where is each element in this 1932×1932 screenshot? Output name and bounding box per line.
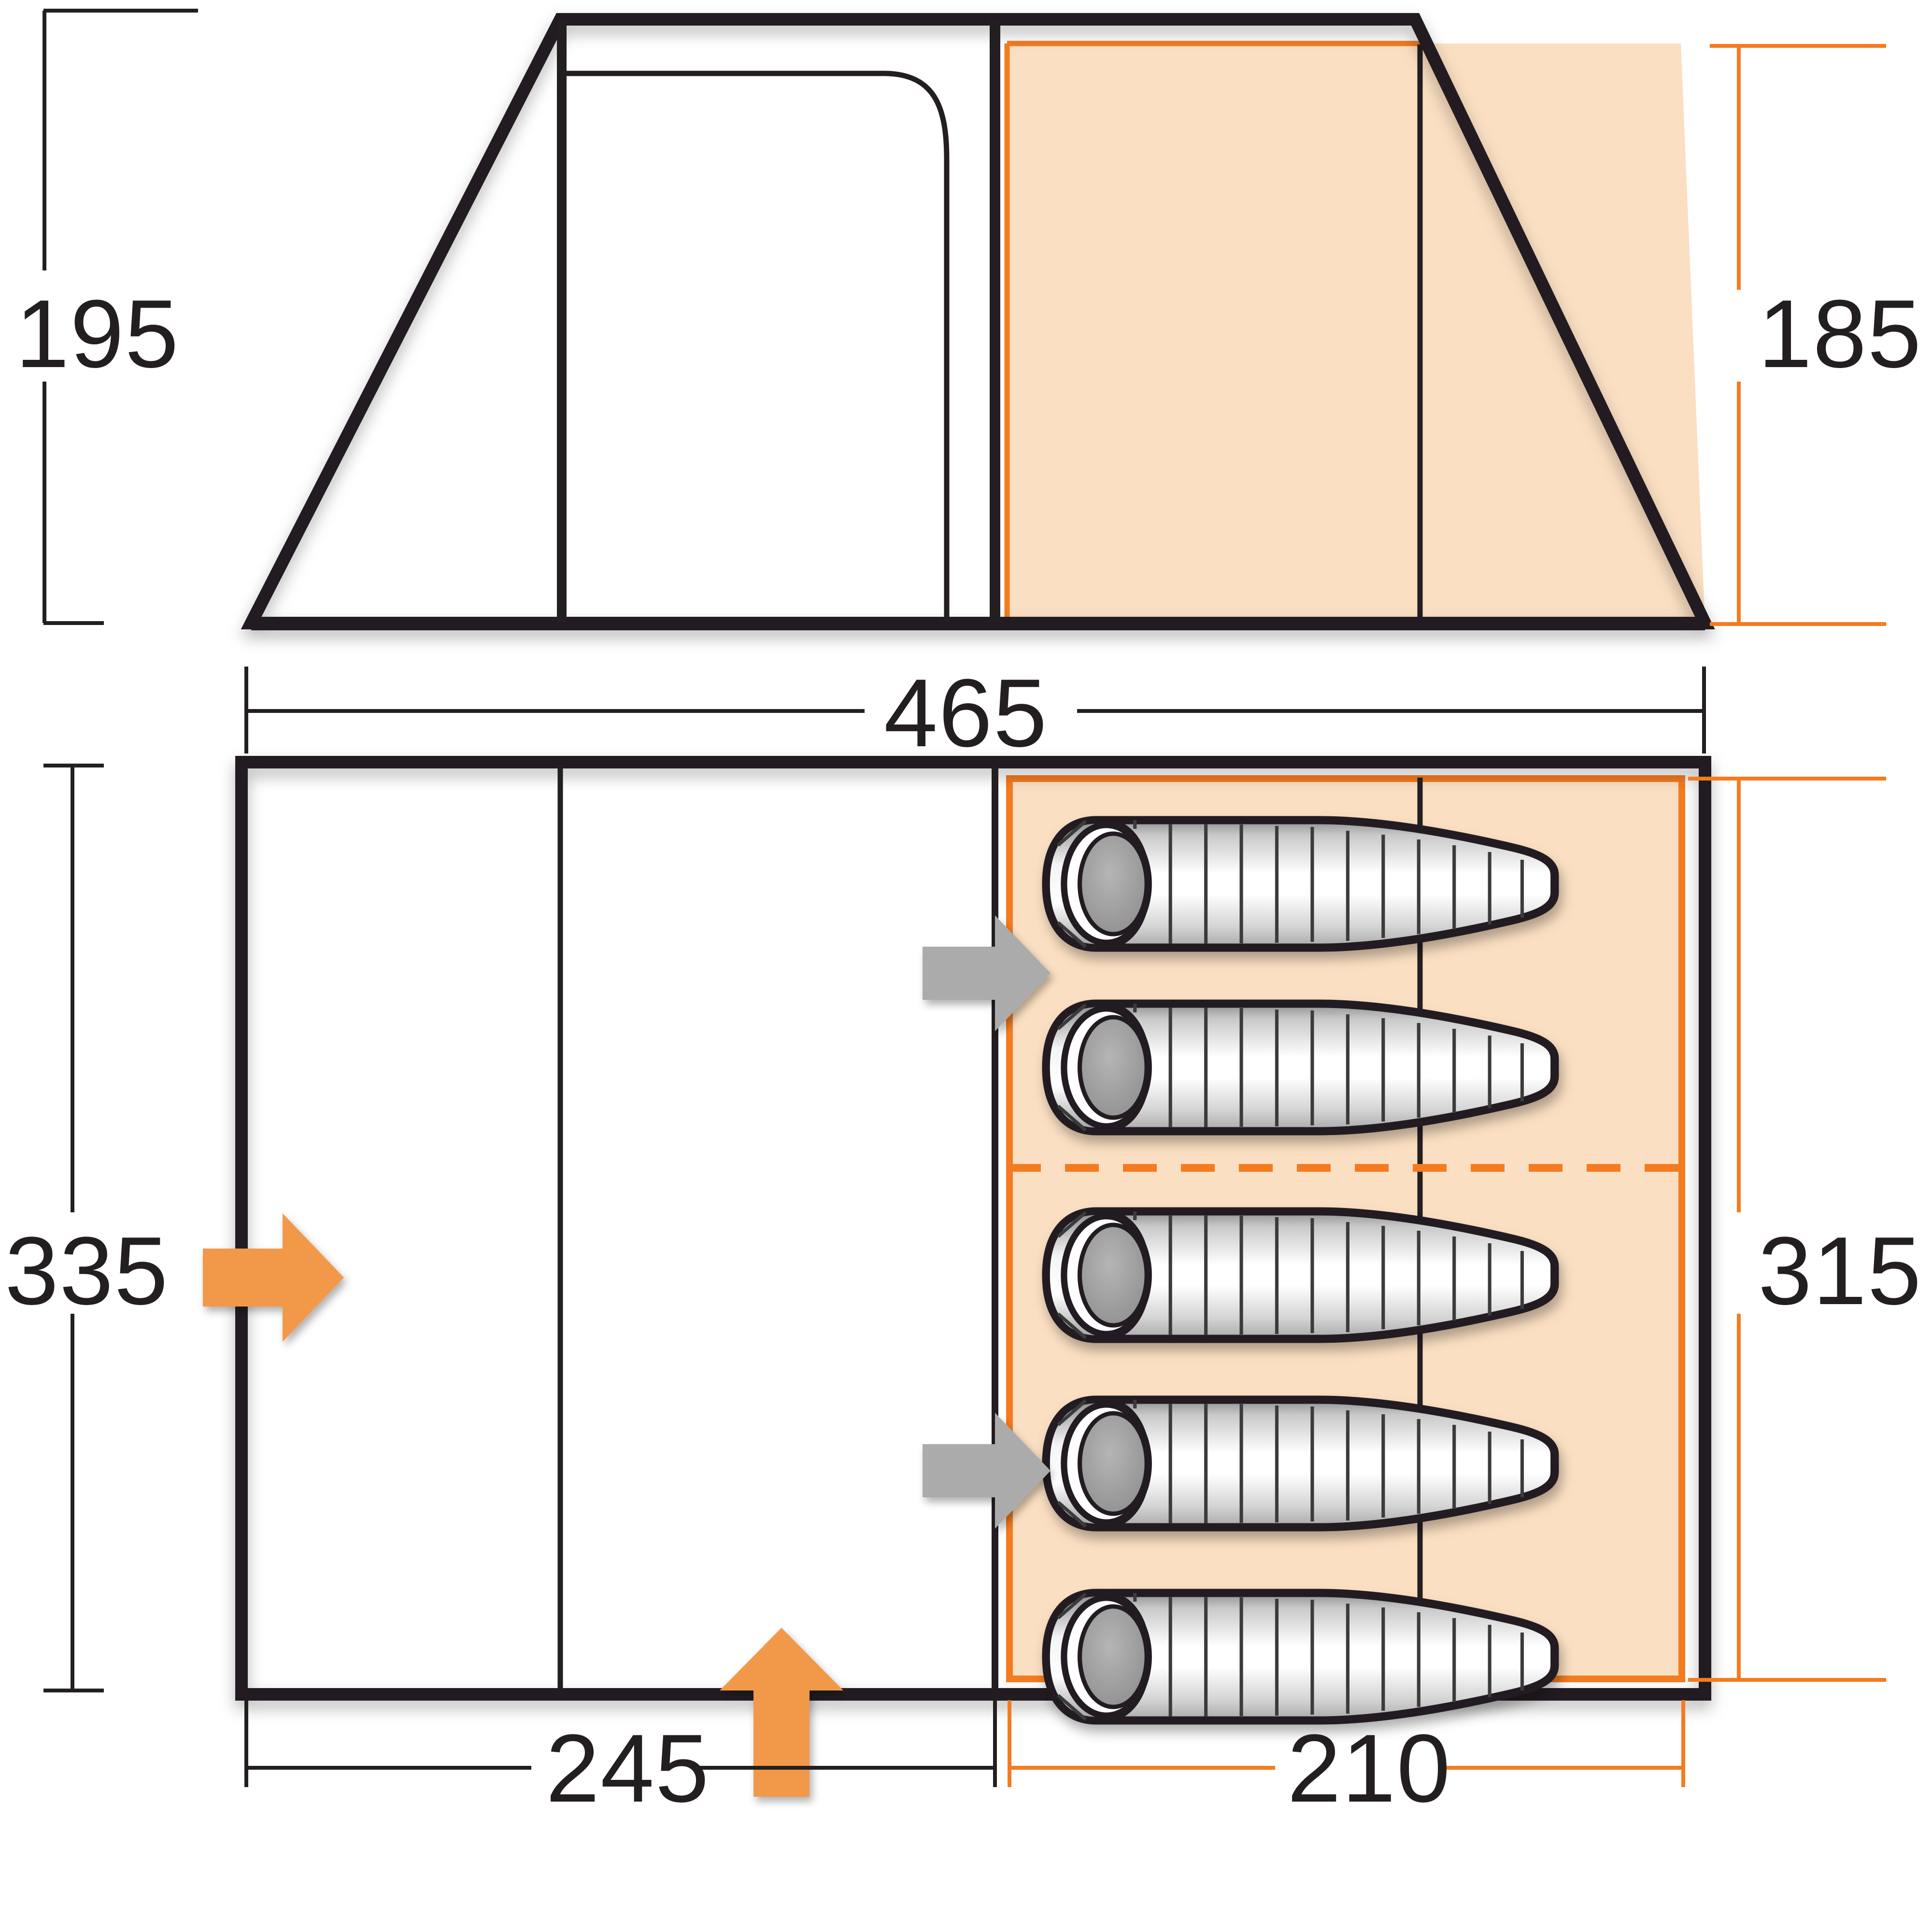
sleeping-bag — [1046, 1593, 1555, 1720]
dimension-210: 210 — [1008, 1700, 1685, 1822]
porch-front-entrance-arrow — [720, 1628, 843, 1797]
floorplan-outline — [235, 756, 1711, 1701]
elevation-porch-door — [564, 71, 950, 622]
dimension-465: 465 — [244, 659, 1706, 767]
dimension-label-335: 335 — [5, 1217, 169, 1325]
dimension-195: 195 — [15, 9, 198, 625]
floorplan-view: 335 — [5, 756, 1922, 1822]
dimension-335: 335 — [5, 764, 169, 1692]
dimension-label-185: 185 — [1758, 280, 1922, 388]
sleeping-bag — [1046, 1211, 1555, 1339]
elevation-view: 195 — [15, 9, 1922, 630]
bedroom-entrance-upper-arrow — [923, 915, 1051, 1031]
porch-side-entrance-arrow — [203, 1213, 344, 1342]
sleeping-bag — [1046, 1400, 1555, 1527]
dimension-label-245: 245 — [546, 1715, 710, 1822]
dimension-315: 315 — [1688, 777, 1922, 1682]
dimension-label-465: 465 — [884, 659, 1048, 767]
elevation-outline — [241, 13, 1715, 630]
dimension-label-315: 315 — [1758, 1217, 1922, 1325]
elevation-panel-dividers — [557, 20, 1000, 622]
dimension-185: 185 — [1710, 44, 1922, 626]
dimension-label-195: 195 — [15, 280, 180, 388]
dimension-245: 245 — [244, 1700, 997, 1822]
sleeping-bag — [1046, 1004, 1555, 1131]
bedroom-entrance-lower-arrow — [923, 1413, 1051, 1529]
elevation-bedroom-panel — [1004, 41, 1705, 624]
sleeping-bag — [1046, 820, 1555, 948]
dimension-label-210: 210 — [1287, 1715, 1451, 1822]
